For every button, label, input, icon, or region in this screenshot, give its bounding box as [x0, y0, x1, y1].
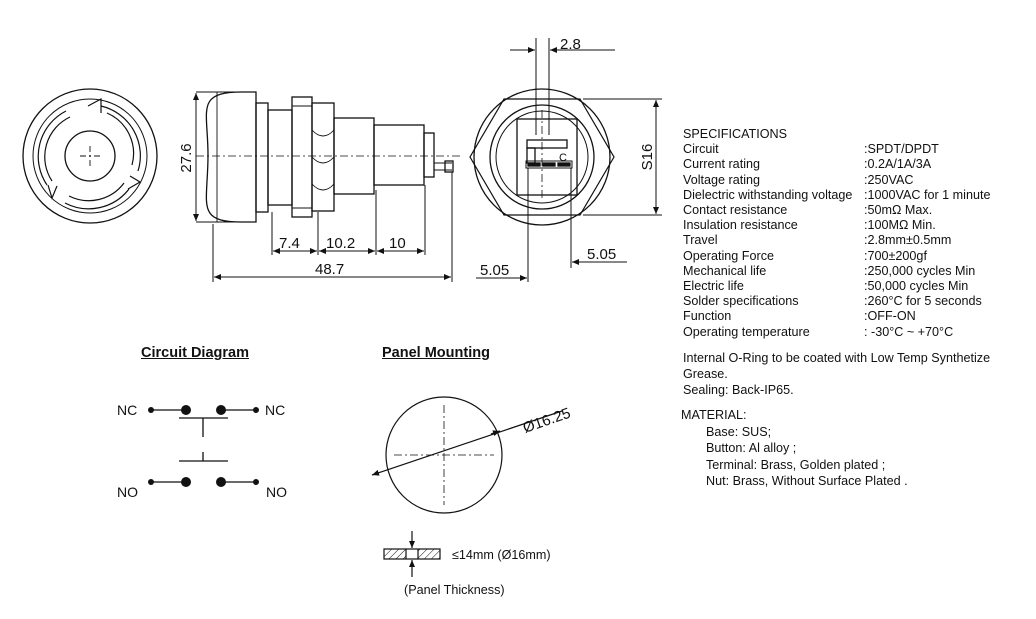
material-items: Base: SUS; Button: Al alloy ;Terminal: Br…	[681, 424, 908, 490]
spec-key: Insulation resistance	[683, 218, 798, 233]
circuit-nc-right-label: NC	[265, 402, 285, 418]
circuit-no-right-label: NO	[266, 484, 287, 500]
side-bezel	[255, 102, 269, 213]
spec-key: Solder specifications	[683, 294, 799, 309]
panel-thickness-caption: (Panel Thickness)	[404, 583, 505, 597]
spec-value: :1000VAC for 1 minute	[864, 187, 991, 202]
back-hex-nut	[469, 98, 615, 216]
spec-row: Insulation resistance :100MΩ Min.	[683, 218, 990, 233]
spec-value: :0.2A/1A/3A	[864, 157, 932, 172]
sealing-note: Sealing: Back-IP65.	[683, 383, 794, 397]
side-button-cap	[205, 91, 257, 223]
panel-mounting	[371, 396, 563, 577]
dim-right-5-05: 5.05	[587, 246, 616, 263]
spec-value: :50mΩ Max.	[864, 203, 933, 218]
panel-cutout-circle	[385, 396, 503, 514]
spec-key: Current rating	[683, 157, 760, 172]
spec-row: Dielectric withstanding voltage :1000VAC …	[683, 188, 990, 203]
back-outer-ring	[473, 88, 611, 226]
spec-key: Dielectric withstanding voltage	[683, 187, 853, 202]
back-thread-ring	[489, 104, 595, 210]
spec-value: :260°C for 5 seconds	[864, 294, 982, 309]
panel-diameter-leader	[371, 410, 563, 476]
front-bezel-ring	[32, 98, 148, 214]
circuit-diagram-title: Circuit Diagram	[141, 345, 249, 361]
front-view	[22, 88, 158, 224]
rotate-arrow-bottom	[64, 188, 130, 210]
back-contact-label: C	[559, 152, 567, 164]
circuit-nc-left-label: NC	[117, 402, 137, 418]
material-item: Nut: Brass, Without Surface Plated .	[706, 474, 908, 489]
dim-7-4: 7.4	[279, 235, 300, 252]
specifications-rows: Circuit :SPDT/DPDT Current rating :0.2A/1A/…	[683, 142, 990, 340]
circuit-terminals	[148, 405, 259, 487]
side-view	[196, 91, 462, 223]
material-item: Button: Al alloy ;	[706, 441, 797, 456]
spec-value: :100MΩ Min.	[864, 218, 936, 233]
spec-row: Function :OFF-ON	[683, 309, 990, 324]
spec-value: :250VAC	[864, 172, 914, 187]
rotate-arrow-top	[100, 105, 141, 172]
spec-row: Solder specifications :260°C for 5 second…	[683, 294, 990, 309]
spec-row: Operating temperature : -30°C ~ +70°C	[683, 325, 990, 340]
spec-value: :50,000 cycles Min	[864, 279, 969, 294]
oring-note: Internal O-Ring to be coated with Low Te…	[683, 351, 991, 381]
dim-10-2: 10.2	[326, 235, 355, 252]
side-dimensions	[193, 91, 453, 282]
back-actuator-slot	[526, 139, 568, 149]
dim-total-length: 48.7	[315, 261, 344, 278]
panel-thickness-spec: ≤14mm (Ø16mm)	[452, 548, 551, 562]
spec-key: Operating temperature	[683, 324, 810, 339]
dim-left-5-05: 5.05	[480, 262, 509, 279]
material-title: MATERIAL:	[681, 408, 747, 422]
rotate-arrow-left	[37, 110, 67, 186]
notes-block: Internal O-Ring to be coated with Low Te…	[683, 350, 1028, 398]
panel-mounting-title: Panel Mounting	[382, 345, 490, 361]
spec-key: Mechanical life	[683, 263, 767, 278]
spec-row: Operating Force :700±200gf	[683, 249, 990, 264]
spec-row: Electric life :50,000 cycles Min	[683, 279, 990, 294]
back-view	[469, 88, 615, 226]
side-switch-body	[373, 124, 425, 186]
dim-s16: S16	[639, 144, 656, 171]
spec-key: Circuit	[683, 142, 719, 157]
specifications-title: SPECIFICATIONS	[683, 127, 788, 141]
spec-key: Operating Force	[683, 248, 774, 263]
dim-10: 10	[389, 235, 406, 252]
spec-value: : -30°C ~ +70°C	[864, 324, 954, 339]
spec-value: :SPDT/DPDT	[864, 142, 939, 157]
front-outer-ring	[22, 88, 158, 224]
spec-key: Contact resistance	[683, 203, 788, 218]
spec-value: :OFF-ON	[864, 309, 916, 324]
spec-key: Voltage rating	[683, 172, 761, 187]
spec-row: Mechanical life :250,000 cycles Min	[683, 264, 990, 279]
front-button-center	[64, 130, 116, 182]
back-dimensions	[476, 38, 662, 282]
spec-value: :2.8mm±0.5mm	[864, 233, 952, 248]
dim-width-2-8: 2.8	[560, 36, 581, 53]
spec-value: :700±200gf	[864, 248, 927, 263]
panel-diameter-label: Ø16.25	[521, 405, 573, 437]
spec-key: Travel	[683, 233, 718, 248]
material-item: Terminal: Brass, Golden plated ;	[706, 457, 886, 472]
spec-key: Electric life	[683, 279, 744, 294]
side-nut	[291, 96, 313, 218]
spec-row: Circuit :SPDT/DPDT	[683, 142, 990, 157]
material-block: MATERIAL: Base: SUS; Button: Al alloy ;Te…	[681, 407, 908, 490]
spec-row: Current rating :0.2A/1A/3A	[683, 157, 990, 172]
spec-row: Contact resistance :50mΩ Max.	[683, 203, 990, 218]
spec-value: :250,000 cycles Min	[864, 263, 976, 278]
dim-front-height: 27.6	[178, 143, 195, 172]
spec-row: Voltage rating :250VAC	[683, 173, 990, 188]
spec-row: Travel :2.8mm±0.5mm	[683, 233, 990, 248]
circuit-diagram	[151, 409, 256, 483]
back-switch-body	[516, 118, 578, 196]
material-item: Base: SUS;	[706, 424, 772, 439]
circuit-no-left-label: NO	[117, 484, 138, 500]
spec-key: Function	[683, 309, 732, 324]
